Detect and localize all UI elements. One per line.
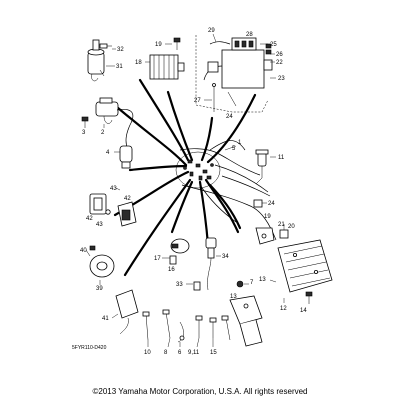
- harness-junction: [175, 151, 221, 189]
- pin-icon: [212, 83, 216, 112]
- callout-18: 18: [135, 60, 142, 66]
- callout-32: 32: [117, 47, 124, 53]
- callout-7: 7: [250, 280, 254, 286]
- callout-41: 41: [102, 316, 109, 322]
- routing-wires: [179, 140, 277, 241]
- fuse-icon: [265, 43, 272, 55]
- bracket-icon: [255, 227, 275, 245]
- main-switch-icon: [87, 39, 105, 82]
- relay-unit-icon: [115, 289, 139, 335]
- callout-13: 13: [259, 277, 266, 283]
- callout-42-left: 42: [86, 216, 93, 222]
- cable-tie-icon: [142, 311, 150, 341]
- callout-21: 21: [278, 222, 285, 228]
- callout-6: 6: [178, 350, 182, 356]
- switch-screw-icon: [99, 43, 112, 49]
- switch-unit-icon: [89, 193, 107, 215]
- callout-42: 42: [124, 196, 131, 202]
- switch-unit-icon: [117, 201, 137, 227]
- callout-23: 23: [278, 76, 285, 82]
- callout-4: 4: [106, 150, 110, 156]
- callout-43-lower: 43: [96, 222, 103, 228]
- starter-relay-icon: [207, 61, 219, 73]
- callout-24-lower: 24: [268, 201, 275, 207]
- ignition-coil-icon: [95, 97, 134, 151]
- callout-33: 33: [176, 282, 183, 288]
- rectifier-regulator-icon: [149, 54, 185, 80]
- fuse-box-icon: [203, 37, 273, 89]
- callout-34: 34: [222, 254, 229, 260]
- callout-9-11: 9,11: [188, 350, 200, 356]
- callout-1: 1: [238, 140, 242, 146]
- callout-8: 8: [164, 350, 168, 356]
- callout-28: 28: [246, 32, 253, 38]
- bolt-icon: [173, 37, 181, 50]
- callout-27: 27: [194, 98, 201, 104]
- callout-2: 2: [101, 130, 105, 136]
- cable-tie-icon: [209, 317, 217, 338]
- bolt-icon: [305, 291, 313, 304]
- relay-icon: [279, 229, 289, 239]
- callout-22: 22: [276, 60, 283, 66]
- callout-19-lower: 19: [264, 214, 271, 220]
- speed-sensor-icon: [205, 237, 217, 291]
- callout-19: 19: [155, 42, 162, 48]
- horn-icon: [85, 249, 115, 278]
- clamp-icon: [227, 91, 237, 107]
- bolt-icon: [89, 245, 96, 251]
- connector-icon: [193, 281, 201, 291]
- ecu-icon: [277, 239, 333, 293]
- callout-16: 16: [168, 267, 175, 273]
- callout-40: 40: [80, 248, 87, 254]
- plate-icon: [229, 295, 263, 347]
- sensor-icon: [255, 149, 269, 185]
- nut-icon: [105, 209, 111, 215]
- callout-13-lower: 13: [230, 294, 237, 300]
- band-icon: [221, 315, 231, 341]
- callout-11: 11: [278, 155, 285, 161]
- callout-20: 20: [288, 224, 295, 230]
- callout-43: 43: [110, 186, 117, 192]
- callout-12: 12: [280, 306, 287, 312]
- callout-15: 15: [210, 350, 217, 356]
- clamp-icon: [162, 309, 171, 339]
- connector-icon: [253, 199, 263, 208]
- callout-26: 26: [276, 52, 283, 58]
- cover-outline: [195, 35, 269, 113]
- connector-icon: [169, 255, 177, 265]
- spark-plug-cap-icon: [119, 145, 133, 169]
- callout-5: 5: [232, 146, 236, 152]
- copyright-notice: ©2013 Yamaha Motor Corporation, U.S.A. A…: [92, 387, 308, 396]
- callout-24: 24: [226, 114, 233, 120]
- callout-17: 17: [154, 256, 161, 262]
- band-icon: [177, 321, 185, 343]
- cable-tie-icon: [195, 315, 203, 338]
- starter-relay-icon: [170, 238, 190, 254]
- diagram-code: 5FYR110-D420: [72, 345, 107, 351]
- callout-10: 10: [144, 350, 151, 356]
- callout-3: 3: [82, 130, 86, 136]
- callout-31: 31: [116, 64, 123, 70]
- callout-25: 25: [270, 42, 277, 48]
- bolt-icon: [81, 116, 89, 128]
- callout-39: 39: [96, 286, 103, 292]
- callout-14: 14: [300, 308, 307, 314]
- damper-icon: [236, 280, 244, 288]
- callout-29: 29: [208, 28, 215, 34]
